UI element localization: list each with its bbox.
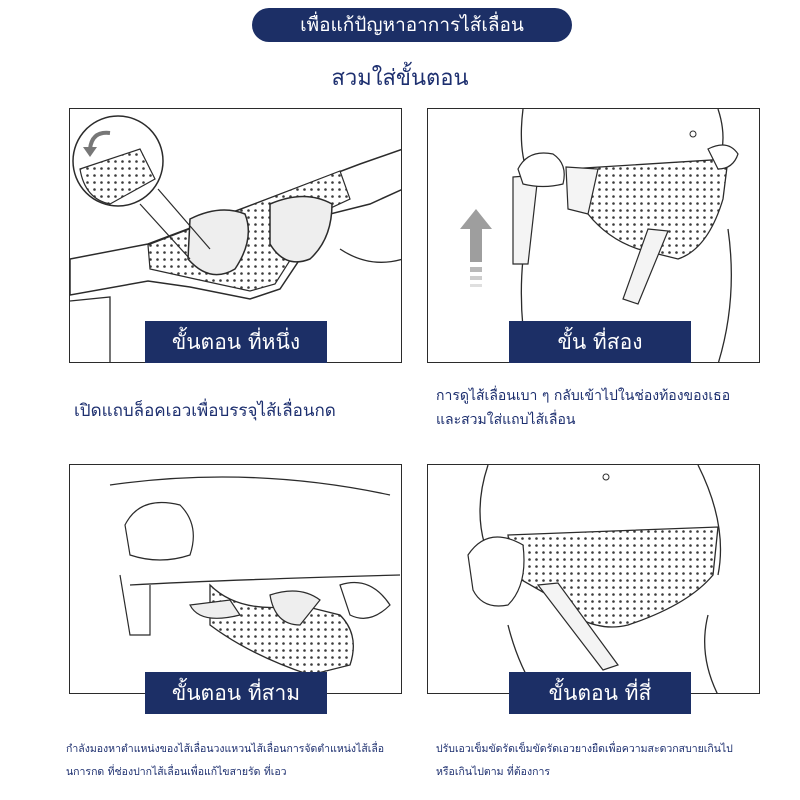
step-1-illustration — [69, 108, 402, 363]
step-3-illustration — [69, 464, 402, 694]
step-3-caption-line-1: กำลังมองหาตำแหน่งของไส้เลื่อนวงแหวนไส้เล… — [66, 743, 385, 755]
step-1-caption: เปิดแถบล็อคเอวเพื่อบรรจุไส้เลื่อนกด — [74, 401, 336, 421]
step-2-caption-line-2: และสวมใส่แถบไส้เลื่อน — [436, 412, 576, 428]
step-3-label: ขั้นตอน ที่สาม — [145, 672, 327, 714]
step-4-caption-line-1: ปรับเอวเข็มขัดรัดเข็มขัดรัดเอวยางยืดเพื่… — [436, 743, 733, 755]
step-1-label: ขั้นตอน ที่หนึ่ง — [145, 321, 327, 363]
up-arrow-icon — [460, 209, 492, 287]
page-subtitle: สวมใส่ขั้นตอน — [331, 66, 469, 91]
step-3-caption-line-2: นการกด ที่ช่องปากไส้เลื่อนเพื่อแก้ไขสายร… — [66, 766, 287, 778]
step-4-caption-line-2: หรือเกินไปตาม ที่ต้องการ — [436, 766, 550, 778]
step-2-caption-line-1: การดูไส้เลื่อนเบา ๆ กลับเข้าไปในช่องท้อง… — [436, 388, 731, 404]
step-4-illustration — [427, 464, 760, 694]
step-2-label: ขั้น ที่สอง — [509, 321, 691, 363]
curved-arrow-icon — [83, 130, 111, 157]
step-4-label: ขั้นตอน ที่สี่ — [509, 672, 691, 714]
step-2-illustration — [427, 108, 760, 363]
page-title: เพื่อแก้ปัญหาอาการไส้เลื่อน — [252, 8, 572, 42]
